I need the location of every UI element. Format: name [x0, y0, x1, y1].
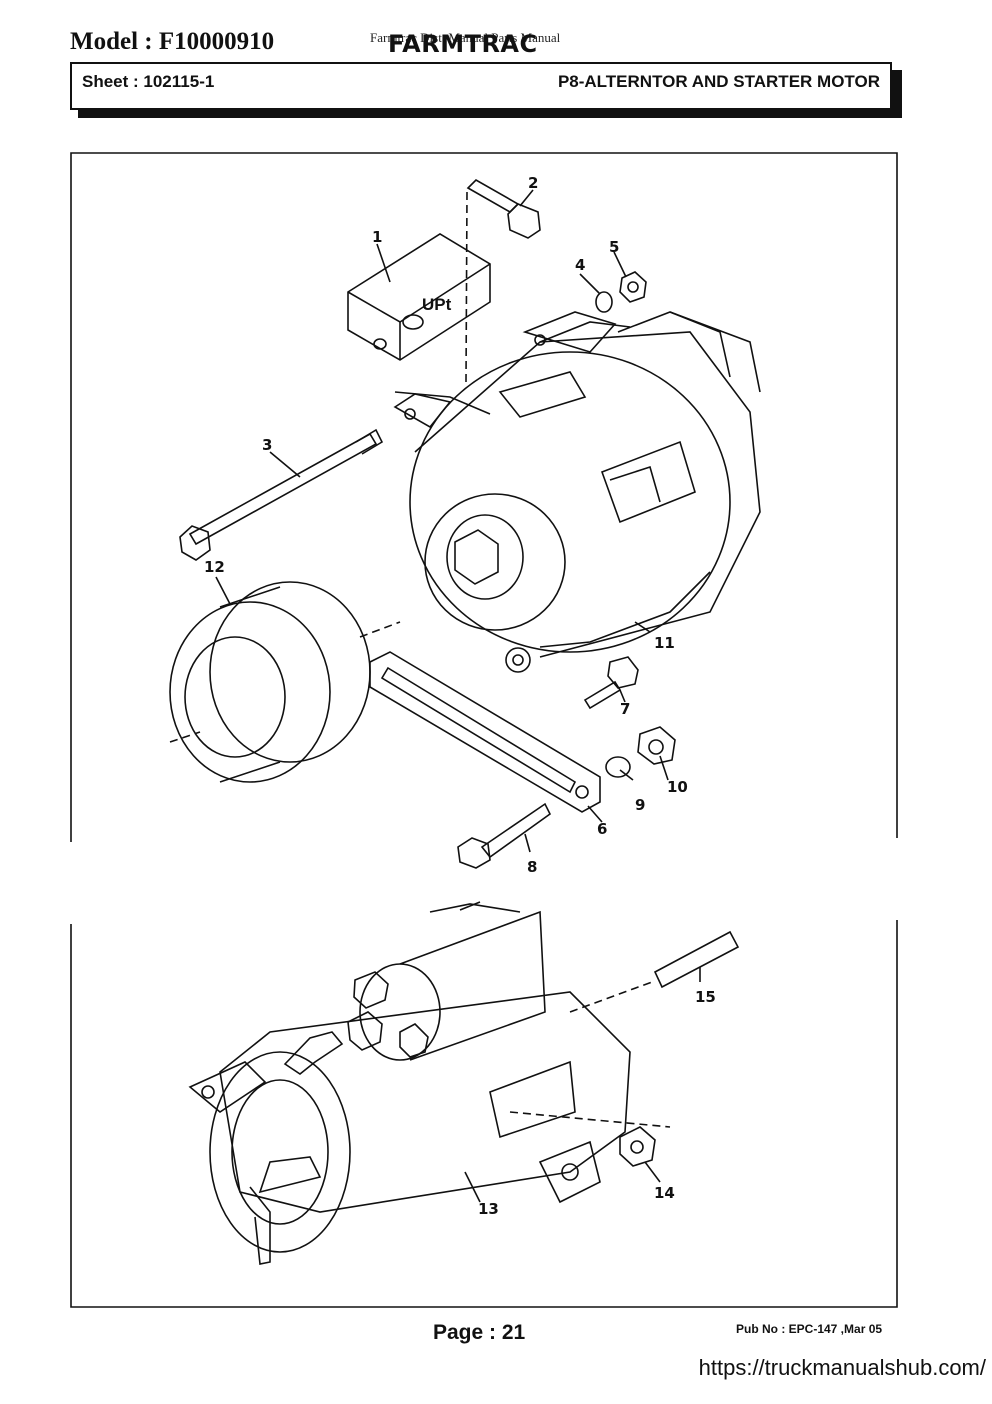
part-label-9: 9	[635, 796, 645, 814]
bolt-8-shank	[480, 802, 552, 859]
terminal-nut-c	[399, 1023, 429, 1058]
alternator-frame	[70, 152, 898, 842]
lead-wire	[283, 1031, 344, 1075]
section-title: P8-ALTERNTOR AND STARTER MOTOR	[557, 72, 880, 91]
terminal-cover	[347, 233, 491, 361]
bolt-7-shank	[583, 680, 622, 710]
starter-bracket	[188, 1061, 267, 1113]
washer-9	[605, 756, 631, 778]
terminal-nut-a	[347, 1011, 383, 1051]
source-url-link[interactable]: https://truckmanualshub.com/	[698, 1355, 986, 1380]
bolt-2-head	[507, 203, 541, 239]
part-label-5: 5	[609, 238, 619, 256]
part-label-6: 6	[597, 820, 607, 838]
part-label-12: 12	[204, 558, 225, 576]
lower-mount-lug	[505, 647, 531, 673]
bolt-2-shank	[466, 179, 520, 213]
part-label-11: 11	[654, 634, 675, 652]
stud-15	[653, 930, 740, 989]
bolt-7-head	[607, 656, 639, 689]
starter-end-cap	[209, 1051, 351, 1253]
part-label-14: 14	[654, 1184, 675, 1202]
starter-frame	[70, 920, 898, 1308]
pulley-inner	[184, 636, 286, 758]
part-label-3: 3	[262, 436, 272, 454]
part-label-15: 15	[695, 988, 716, 1006]
vent-window	[600, 440, 696, 524]
nut-10	[637, 726, 676, 765]
solenoid-body	[399, 910, 546, 1061]
part-label-10: 10	[667, 778, 688, 796]
part-label-2: 2	[528, 174, 538, 192]
adjusting-link	[369, 651, 601, 813]
pulley-outer	[169, 601, 331, 783]
upper-mount-lug	[393, 393, 452, 429]
parts-diagram: UPt	[70, 152, 898, 1308]
bolt-8-head	[457, 837, 491, 869]
model-number: Model : F10000910	[70, 28, 275, 55]
publication-number: Pub No : EPC-147 ,Mar 05	[736, 1322, 883, 1336]
terminal-nut-b	[353, 971, 389, 1009]
long-bolt-shank	[188, 432, 378, 546]
starter-mount-ear	[538, 1140, 601, 1204]
nut-14	[619, 1126, 656, 1167]
nut-5	[619, 271, 647, 303]
part-label-1: 1	[372, 228, 382, 246]
washer-4	[595, 291, 613, 313]
shaft-nut	[454, 529, 499, 585]
alternator-housing	[409, 351, 731, 653]
part-label-7: 7	[620, 700, 630, 718]
cover-logo: UPt	[422, 295, 452, 314]
document-title-overlay: Farmtrac Dist. Manual Parts Manual	[370, 30, 561, 45]
alternator-front-plate	[424, 493, 566, 631]
starter-terminal-post	[258, 1156, 322, 1194]
brand-logo: FARMTRAC	[388, 30, 538, 58]
part-label-13: 13	[478, 1200, 499, 1218]
terminal-block	[498, 371, 587, 418]
starter-body	[219, 991, 631, 1213]
part-label-4: 4	[575, 256, 585, 274]
page-number: Page : 21	[433, 1321, 526, 1344]
sheet-header-box: Sheet : 102115-1 P8-ALTERNTOR AND STARTE…	[70, 62, 892, 110]
top-mount-lug	[522, 311, 617, 353]
sheet-number: Sheet : 102115-1	[82, 72, 215, 91]
long-bolt-head	[179, 525, 211, 561]
part-label-8: 8	[527, 858, 537, 876]
